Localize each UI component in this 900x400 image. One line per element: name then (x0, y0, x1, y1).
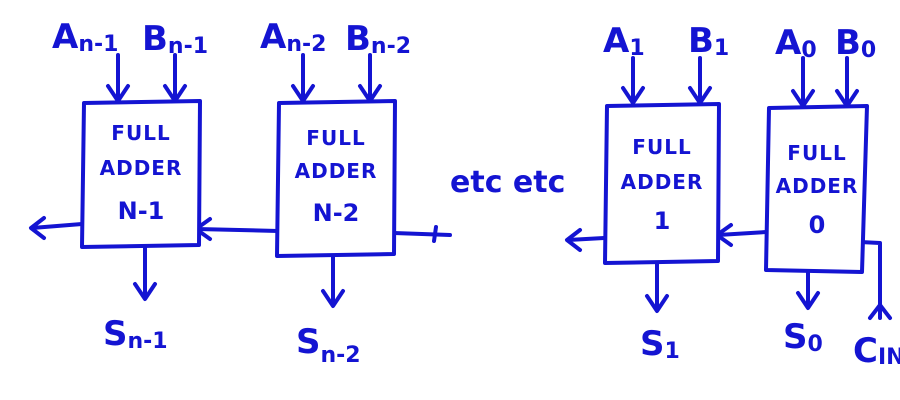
carry-out-arrowhead-adder-1 (565, 228, 582, 252)
adder-index: N-2 (313, 199, 360, 227)
carry-wire-0-to-1 (716, 230, 769, 237)
input-labels: An-1 Bn-1 An-2 Bn-2 A1 B1 A0 B0 (52, 17, 876, 63)
sum-label-adder-n-1: Sn-1 (103, 314, 168, 354)
adder-box (603, 102, 721, 265)
input-b-label-adder-n-2: Bn-2 (345, 19, 411, 59)
sum-arrowhead-adder-n-2 (321, 289, 345, 308)
full-adder-0: FULL ADDER 0 (764, 104, 869, 274)
adder-title-line1: FULL (787, 141, 846, 165)
input-a-label-adder-1: A1 (603, 21, 645, 61)
sum-arrowhead-adder-1 (645, 294, 669, 313)
input-a-label-adder-n-1: An-1 (52, 17, 118, 57)
adder-index: 1 (654, 207, 671, 235)
sum-label-adder-1: S1 (640, 324, 680, 364)
input-a-arrowhead-adder-1 (621, 86, 645, 105)
sum-arrowhead-adder-0 (796, 291, 820, 310)
adder-title-line1: FULL (306, 126, 365, 150)
carry-in-label: CIN (853, 331, 900, 371)
adder-box (275, 99, 397, 258)
sum-arrowhead-adder-n-1 (133, 282, 157, 301)
adder-title-line2: ADDER (621, 170, 704, 194)
carry-out-wire-adder-n-1 (30, 222, 84, 230)
adder-index: N-1 (118, 197, 165, 225)
adder-title-line2: ADDER (776, 174, 859, 198)
carry-out-wire-adder-1 (566, 236, 606, 242)
ellipsis-text: etc etc (450, 165, 565, 200)
carry-out-arrowhead-adder-n-1 (29, 216, 46, 240)
input-b-label-adder-n-1: Bn-1 (142, 19, 208, 59)
carry-in-wire-adder-n-2 (392, 231, 452, 237)
sum-label-adder-n-2: Sn-2 (296, 322, 361, 368)
adder-index: 0 (809, 211, 826, 239)
input-b-label-adder-0: B0 (835, 23, 876, 63)
full-adder-1: FULL ADDER 1 (603, 102, 721, 265)
input-a-label-adder-n-2: An-2 (260, 17, 326, 57)
carry-in-tick-adder-n-2 (432, 225, 438, 243)
carry-wire-n-2-to-n-1 (195, 227, 280, 233)
input-a-label-adder-0: A0 (775, 23, 817, 63)
adder-box (80, 99, 202, 249)
full-adder-n-1: FULL ADDER N-1 (80, 99, 202, 249)
adder-title-line2: ADDER (295, 159, 378, 183)
carry-in-arrowhead (868, 303, 892, 320)
sum-labels: Sn-1 Sn-2 S1 S0 (103, 314, 823, 368)
adder-box (764, 104, 869, 274)
input-b-label-adder-1: B1 (688, 21, 729, 61)
adder-title-line2: ADDER (100, 156, 183, 180)
adder-title-line1: FULL (632, 135, 691, 159)
full-adder-n-2: FULL ADDER N-2 (275, 99, 397, 258)
sum-label-adder-0: S0 (783, 317, 823, 357)
adder-title-line1: FULL (111, 121, 170, 145)
carry-in-wire (858, 240, 882, 320)
